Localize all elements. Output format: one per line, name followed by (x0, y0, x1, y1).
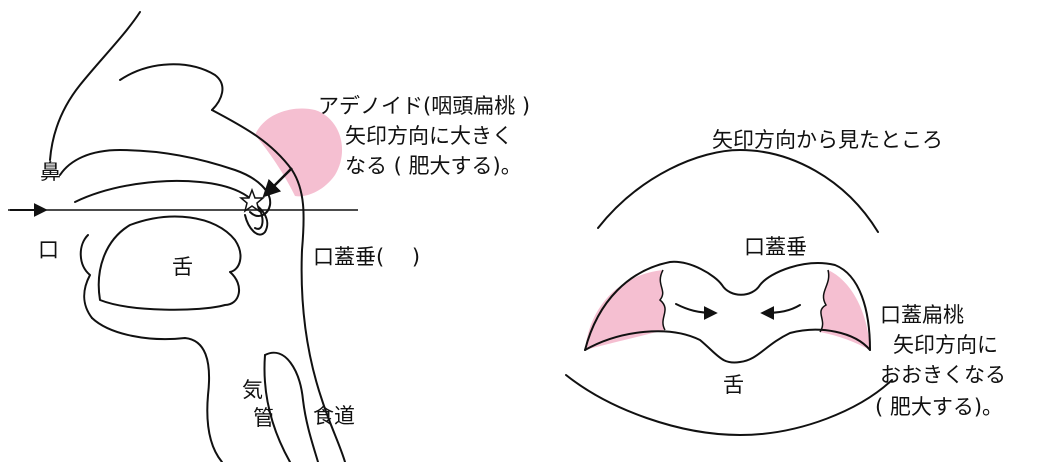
left-tonsil-highlight (585, 270, 666, 350)
tonsil-label: 口蓋扁桃 (880, 303, 964, 327)
tonsil-note-line1: 矢印方向に (893, 333, 998, 357)
tongue-label-left: 舌 (172, 255, 193, 279)
tonsil-note-line3: ( 肥大する)。 (875, 395, 1004, 419)
soft-palate (584, 260, 871, 351)
tongue-label-right: 舌 (723, 373, 744, 397)
right-tonsil-highlight (820, 270, 870, 350)
side-section-figure (8, 11, 358, 463)
left-tonsil-outline (658, 269, 666, 331)
trachea-label-line2: 管 (253, 406, 274, 430)
adenoid-label: アデノイド(咽頭扁桃 ) (318, 94, 531, 118)
esophagus-label: 食道 (313, 404, 355, 428)
nose-label: 鼻 (40, 160, 61, 184)
trachea-label-line1: 気 (242, 378, 263, 402)
palate (74, 179, 264, 230)
nasal-cavity (59, 149, 272, 217)
adenoid-note-line1: 矢印方向に大きく (345, 124, 513, 148)
left-tonsil-arrow (675, 303, 718, 320)
tongue-top (584, 328, 871, 364)
view-title: 矢印方向から見たところ (712, 128, 943, 152)
esophagus-outline (264, 351, 319, 463)
pharynx-back-wall (211, 109, 346, 463)
uvula-label-left: 口蓋垂( ) (313, 245, 421, 269)
trachea-outline (263, 354, 291, 463)
mouth-floor (91, 317, 223, 463)
lower-arch (565, 374, 893, 436)
uvula-label-right: 口蓋垂 (744, 235, 807, 259)
right-tonsil-outline (819, 269, 830, 333)
adenoid-note-line2: なる ( 肥大する)。 (345, 154, 522, 178)
star-marker (238, 187, 266, 213)
front-view-figure (565, 149, 893, 436)
lower-lip (79, 234, 93, 319)
adenoid-arrow (262, 167, 293, 198)
tongue-shape (97, 215, 242, 311)
nasal-upper-outline (119, 63, 224, 111)
mouth-label: 口 (38, 238, 59, 262)
right-tonsil-arrow (760, 304, 801, 320)
face-outline (49, 11, 141, 161)
tonsil-note-line2: おおきくなる (880, 363, 1006, 387)
adenoid-highlight (255, 108, 343, 197)
upper-arch (597, 149, 879, 233)
